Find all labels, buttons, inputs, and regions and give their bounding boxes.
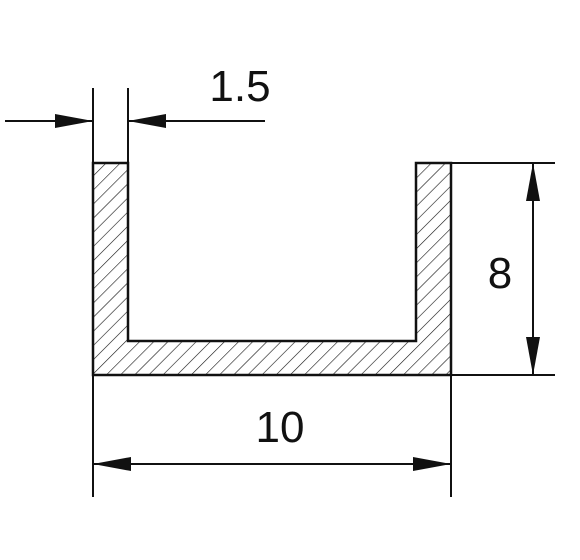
width-arrow-left (93, 457, 131, 471)
width-arrow-right (413, 457, 451, 471)
thickness-arrow-left (55, 114, 93, 128)
height-arrow-top (526, 163, 540, 201)
thickness-arrow-right (128, 114, 166, 128)
height-dimension: 8 (451, 162, 555, 376)
width-label: 10 (256, 403, 305, 452)
u-channel-profile (91, 161, 453, 377)
height-arrow-bottom (526, 337, 540, 375)
thickness-label: 1.5 (209, 62, 270, 111)
height-label: 8 (488, 249, 512, 298)
width-dimension: 10 (92, 375, 452, 497)
thickness-dimension: 1.5 (5, 62, 271, 163)
